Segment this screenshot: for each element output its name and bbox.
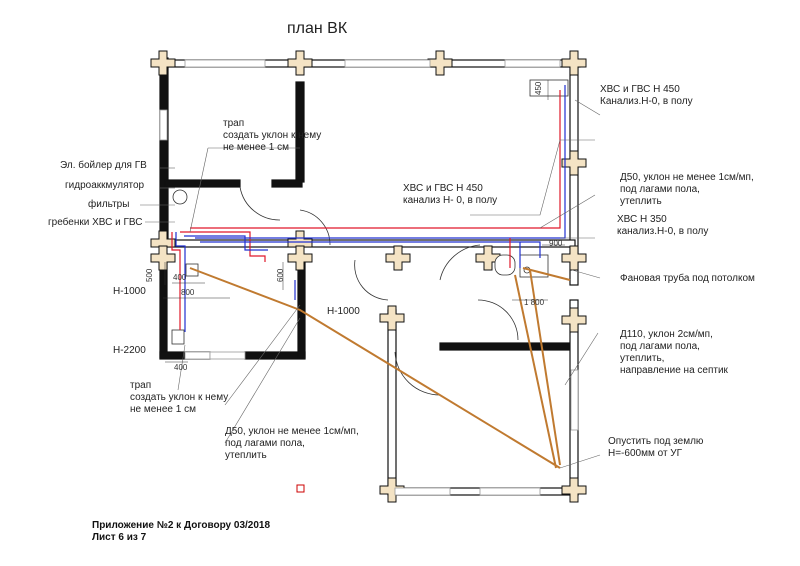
dim-400-bottom: 400 <box>174 363 188 372</box>
label-d110: Д110, уклон 2см/мп, под лагами пола, уте… <box>620 329 728 376</box>
leader-lines <box>140 99 601 469</box>
dimension-lines <box>163 80 565 363</box>
page-title: план ВК <box>287 20 348 37</box>
log-corner-cross <box>561 245 587 271</box>
label-accumulator: гидроаккмулятор <box>65 180 145 191</box>
label-d50-bottom: Д50, уклон не менее 1см/мп, под лагами п… <box>225 426 359 461</box>
log-corner-cross <box>561 477 587 503</box>
label-drain-bottom: трап создать уклон к нему не менее 1 см <box>130 380 229 415</box>
dim-500: 500 <box>145 268 154 282</box>
label-h1000-left: Н-1000 <box>113 286 146 297</box>
label-hvs-gvs-450-right: ХВС и ГВС Н 450 Канализ.Н-0, в полу <box>600 84 693 107</box>
log-corner-cross <box>475 245 501 271</box>
dim-1800: 1 800 <box>524 298 545 307</box>
fixtures <box>171 79 569 345</box>
log-corner-cross <box>561 150 587 176</box>
dim-600: 600 <box>276 268 285 282</box>
footer-line-2: Лист 6 из 7 <box>92 532 147 543</box>
log-corner-crosses <box>150 50 587 503</box>
label-filters: фильтры <box>88 199 130 210</box>
north-marker <box>296 484 305 493</box>
log-corner-cross <box>379 305 405 331</box>
pipes <box>171 85 566 332</box>
label-boiler: Эл. бойлер для ГВ <box>60 160 147 171</box>
dim-800: 800 <box>181 288 195 297</box>
log-corner-cross <box>150 245 176 271</box>
log-corner-cross <box>561 307 587 333</box>
log-corner-cross <box>379 477 405 503</box>
label-h1000-center: Н-1000 <box>327 306 360 317</box>
label-hvs-gvs-450-center: ХВС и ГВС Н 450 канализ Н- 0, в полу <box>403 183 498 206</box>
label-drain-top: трап создать уклон к нему не менее 1 см <box>223 118 322 153</box>
log-corner-cross <box>385 245 411 271</box>
log-corner-cross <box>561 50 587 76</box>
log-corner-cross <box>150 50 176 76</box>
footer-line-1: Приложение №2 к Договору 03/2018 <box>92 520 271 531</box>
dim-450: 450 <box>534 81 543 95</box>
footer-note: Приложение №2 к Договору 03/2018 Лист 6 … <box>92 520 270 544</box>
log-corner-cross <box>287 245 313 271</box>
label-lower-below: Опустить под землю Н=-600мм от УГ <box>608 436 704 459</box>
label-hvs-350: ХВС Н 350 канализ.Н-0, в полу <box>617 214 709 237</box>
door-swings <box>239 186 519 396</box>
log-corner-cross <box>427 50 453 76</box>
windows <box>159 59 579 496</box>
label-h2200: Н-2200 <box>113 345 146 356</box>
sewer-lines <box>189 267 571 469</box>
label-manifolds: гребенки ХВС и ГВС <box>48 217 143 228</box>
label-fan-pipe: Фановая труба под потолком <box>620 273 755 284</box>
label-d50-right: Д50, уклон не менее 1см/мп, под лагами п… <box>620 172 754 207</box>
dim-900: 900 <box>549 239 563 248</box>
log-corner-cross <box>287 50 313 76</box>
dim-400-top: 400 <box>173 273 187 282</box>
